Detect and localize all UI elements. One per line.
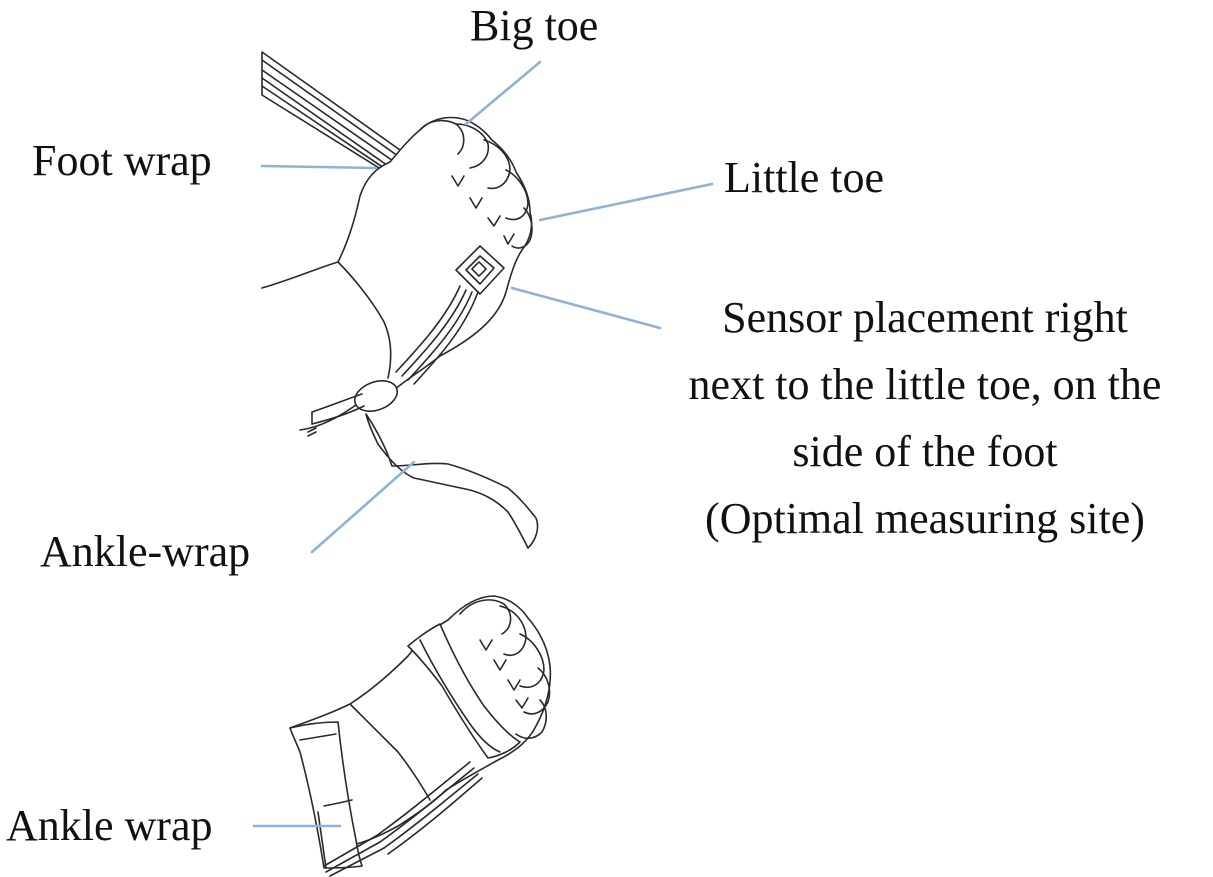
upper-foot-outline: [261, 116, 533, 431]
label-sensor-line-3: side of the foot: [792, 427, 1058, 476]
lower-toes: [459, 599, 551, 740]
leader-sensor: [510, 286, 662, 330]
lower-sensor-cable: [323, 761, 483, 877]
leader-lines: [252, 60, 714, 828]
label-sensor-line-1: Sensor placement right: [722, 293, 1128, 342]
label-sensor-placement: Sensor placement right next to the littl…: [640, 284, 1210, 552]
label-sensor-line-4: (Optimal measuring site): [705, 494, 1145, 543]
leader-little-toe: [538, 182, 714, 222]
leader-foot-wrap: [260, 164, 378, 170]
upper-toes: [419, 119, 533, 249]
sensor-module: [455, 245, 505, 295]
label-big-toe: Big toe: [470, 1, 599, 50]
leader-big-toe: [464, 60, 542, 126]
upper-foot-illustration: [261, 51, 539, 549]
lower-foot-wrap: [407, 623, 521, 759]
lower-foot-illustration: [289, 595, 552, 877]
sensor-cable: [395, 285, 479, 385]
label-ankle-wrap-lower: Ankle wrap: [6, 801, 213, 850]
upper-ankle-wrap: [307, 380, 539, 549]
lower-ankle-wrap: [289, 721, 363, 869]
label-foot-wrap: Foot wrap: [32, 136, 212, 185]
label-ankle-wrap-upper: Ankle-wrap: [40, 527, 251, 576]
foot-wrap-band: [261, 51, 401, 177]
label-little-toe: Little toe: [724, 153, 885, 202]
leader-ankle-wrap-upper: [310, 460, 416, 554]
label-sensor-line-2: next to the little toe, on the: [688, 360, 1162, 409]
